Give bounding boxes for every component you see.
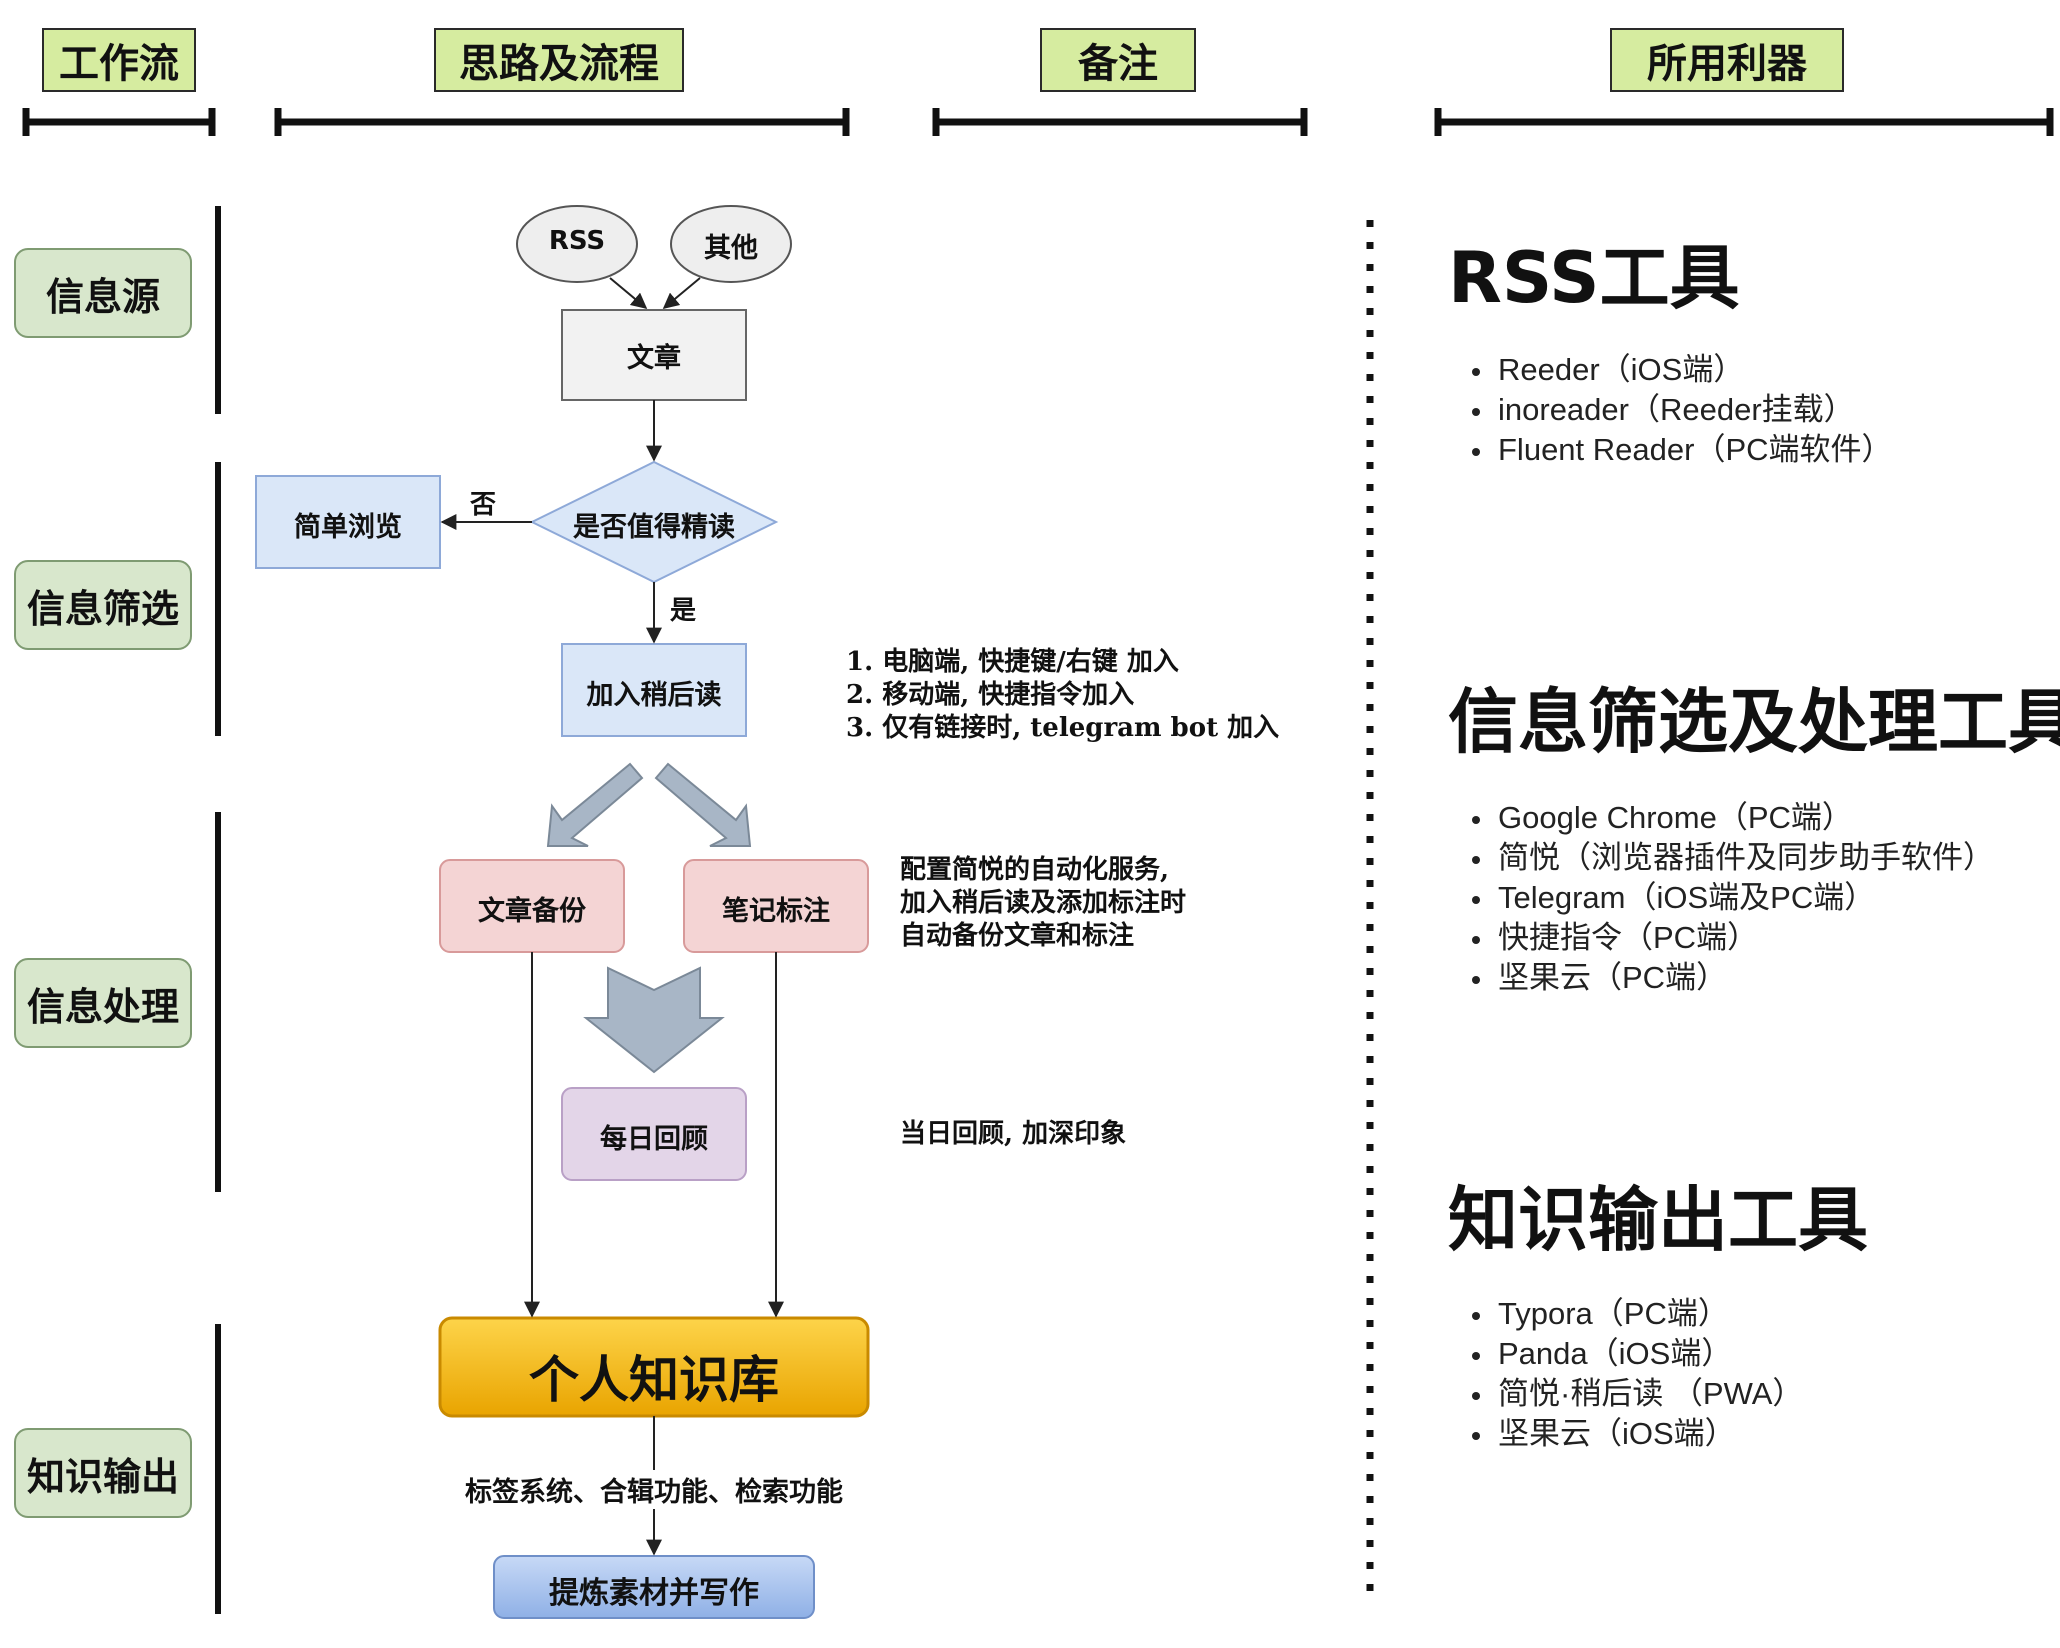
other-node-label: 其他: [704, 233, 758, 264]
rss-node-label: RSS: [548, 226, 606, 256]
note-processing-line: 配置简悦的自动化服务,: [900, 855, 1170, 885]
header-rulers: [22, 108, 2054, 136]
stage-info-process-label: 信息处理: [26, 983, 179, 1029]
header-tools: 所用利器: [1610, 28, 1844, 92]
note-processing: 配置简悦的自动化服务, 加入稍后读及添加标注时 自动备份文章和标注: [900, 854, 1186, 953]
note-annotation-label: 笔记标注: [722, 896, 830, 927]
tool-item: Panda（iOS端）: [1470, 1334, 1803, 1374]
stage-info-process: 信息处理: [14, 958, 192, 1048]
tools-output-title: 知识输出工具: [1448, 1178, 1868, 1261]
tool-item: 简悦（浏览器插件及同步助手软件）: [1470, 838, 1994, 878]
tool-item: Typora（PC端）: [1470, 1294, 1803, 1334]
article-box: [561, 309, 747, 401]
kb-features-label: 标签系统、合辑功能、检索功能: [430, 1470, 878, 1509]
read-later-label: 加入稍后读: [586, 680, 722, 711]
article-node-label: 文章: [627, 343, 681, 374]
rss-ellipse: [516, 205, 638, 283]
worth-reading-label: 是否值得精读: [573, 512, 735, 543]
stage-info-source-label: 信息源: [45, 273, 160, 319]
header-tools-label: 所用利器: [1647, 40, 1807, 87]
header-process-label: 思路及流程: [459, 40, 659, 87]
note-processing-line: 自动备份文章和标注: [900, 921, 1135, 951]
tool-item: Fluent Reader（PC端软件）: [1470, 430, 1893, 470]
stage-info-filter-label: 信息筛选: [26, 585, 179, 631]
tool-item: Google Chrome（PC端）: [1470, 798, 1994, 838]
article-backup-label: 文章备份: [478, 896, 586, 927]
note-processing-line: 加入稍后读及添加标注时: [900, 888, 1187, 918]
no-edge-label: 否: [470, 490, 497, 520]
simple-browse-label: 简单浏览: [294, 512, 402, 543]
stage-info-source: 信息源: [14, 248, 192, 338]
note-read-later-line: 1. 电脑端, 快捷键/右键 加入: [846, 647, 1179, 677]
tool-item: Telegram（iOS端及PC端）: [1470, 878, 1994, 918]
note-read-later-line: 2. 移动端, 快捷指令加入: [846, 680, 1135, 710]
stage-info-filter: 信息筛选: [14, 560, 192, 650]
tool-item: 坚果云（iOS端）: [1470, 1414, 1803, 1454]
header-notes-label: 备注: [1078, 40, 1158, 87]
split-arrows: [546, 762, 752, 847]
tools-filter-title: 信息筛选及处理工具: [1448, 680, 2060, 763]
note-read-later-line: 3. 仅有链接时, telegram bot 加入: [846, 713, 1280, 743]
header-workflow-label: 工作流: [59, 40, 179, 87]
writing-label: 提炼素材并写作: [549, 1576, 759, 1611]
tools-output-list: Typora（PC端） Panda（iOS端） 简悦·稍后读 （PWA） 坚果云…: [1470, 1294, 1803, 1454]
tool-item: 坚果云（PC端）: [1470, 958, 1994, 998]
stage-knowledge-output-label: 知识输出: [26, 1453, 179, 1499]
tools-rss-list: Reeder（iOS端） inoreader（Reeder挂载） Fluent …: [1470, 350, 1893, 470]
tool-item: Reeder（iOS端）: [1470, 350, 1893, 390]
header-notes: 备注: [1040, 28, 1196, 92]
stage-knowledge-output: 知识输出: [14, 1428, 192, 1518]
tool-item: 快捷指令（PC端）: [1470, 918, 1994, 958]
read-later-box: [561, 643, 747, 737]
simple-browse-box: [255, 475, 441, 569]
tool-item: 简悦·稍后读 （PWA）: [1470, 1374, 1803, 1414]
tool-item: inoreader（Reeder挂载）: [1470, 390, 1893, 430]
yes-edge-label: 是: [670, 596, 697, 626]
daily-review-box: [561, 1087, 747, 1181]
note-read-later: 1. 电脑端, 快捷键/右键 加入 2. 移动端, 快捷指令加入 3. 仅有链接…: [846, 646, 1279, 745]
note-review: 当日回顾, 加深印象: [900, 1119, 1127, 1149]
other-ellipse: [670, 205, 792, 283]
tools-rss-title: RSS工具: [1448, 237, 1740, 319]
tools-filter-list: Google Chrome（PC端） 简悦（浏览器插件及同步助手软件） Tele…: [1470, 798, 1994, 998]
knowledge-base-label: 个人知识库: [529, 1350, 779, 1409]
merge-arrow: [583, 966, 725, 1074]
header-workflow: 工作流: [42, 28, 196, 92]
writing-box: [493, 1555, 815, 1619]
header-process: 思路及流程: [434, 28, 684, 92]
daily-review-label: 每日回顾: [600, 1124, 708, 1155]
